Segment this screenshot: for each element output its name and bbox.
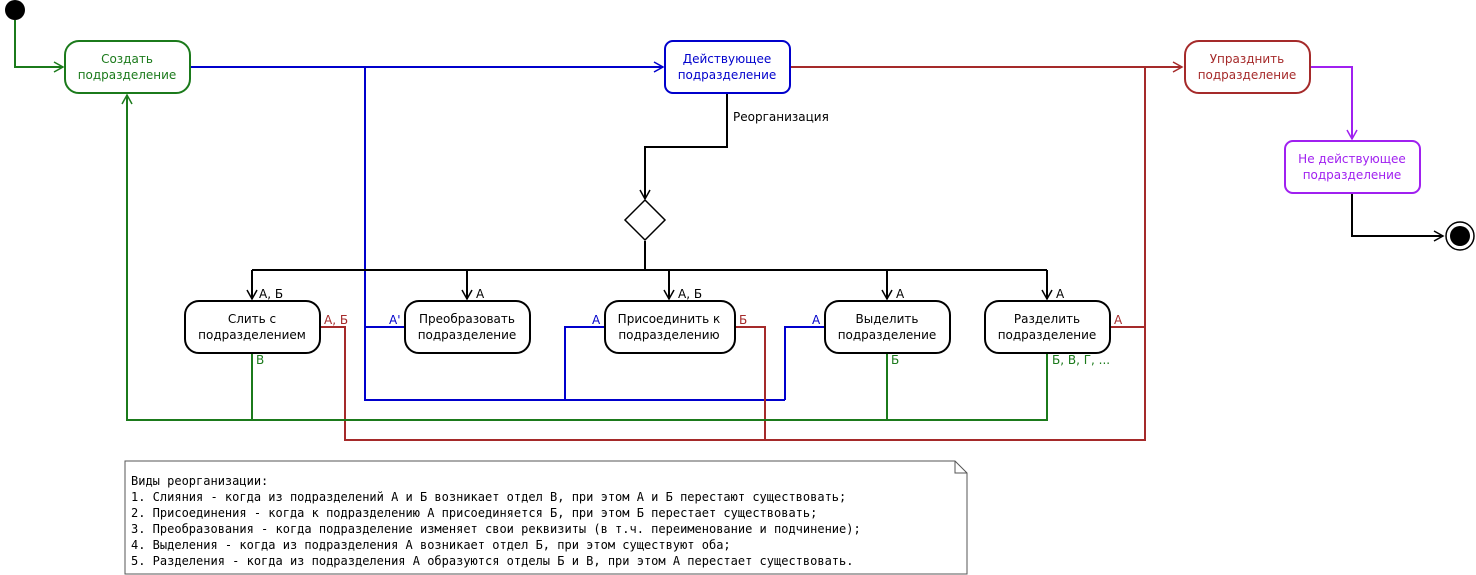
node-abolish[interactable]: Упразднить подразделение (1184, 40, 1311, 94)
node-active-line2: подразделение (678, 68, 777, 82)
note-line-0: Виды реорганизации: (131, 474, 268, 488)
node-inactive[interactable]: Не действующее подразделение (1284, 140, 1421, 194)
node-split-line1: Разделить (1014, 312, 1080, 326)
edge-separate-out-blue (784, 326, 824, 400)
edge-decision-bus (252, 241, 1047, 271)
decision-node (623, 198, 667, 242)
label-transform-out-blue: А' (389, 313, 401, 327)
label-merge-in: А, Б (259, 287, 283, 301)
node-abolish-line1: Упразднить (1210, 52, 1285, 66)
label-separate-out-blue: А (812, 313, 821, 327)
label-merge-out-green: В (256, 353, 264, 367)
label-merge-out-red: А, Б (324, 313, 348, 327)
edge-active-to-decision (639, 93, 728, 201)
label-join-in: А, Б (678, 287, 702, 301)
node-create[interactable]: Создать подразделение (64, 40, 191, 94)
node-transform[interactable]: Преобразовать подразделение (404, 300, 531, 354)
node-separate[interactable]: Выделить подразделение (824, 300, 951, 354)
node-active-line1: Действующее (683, 52, 772, 66)
node-active[interactable]: Действующее подразделение (664, 40, 791, 94)
edge-abolish-to-inactive (1311, 66, 1358, 141)
node-transform-line2: подразделение (418, 328, 517, 342)
node-inactive-line1: Не действующее (1298, 152, 1406, 166)
label-join-out-red: Б (739, 313, 747, 327)
start-node (5, 0, 25, 20)
edge-inactive-to-end (1351, 193, 1445, 242)
end-node (1445, 221, 1475, 251)
node-transform-line1: Преобразовать (419, 312, 515, 326)
node-merge[interactable]: Слить с подразделением (184, 300, 321, 354)
label-reorg: Реорганизация (733, 110, 829, 124)
label-transform-in: А (476, 287, 485, 301)
node-merge-line2: подразделением (198, 328, 306, 342)
node-join[interactable]: Присоединить к подразделению (604, 300, 736, 354)
label-split-out-green: Б, В, Г, ... (1052, 353, 1110, 367)
label-join-out-blue: А (592, 313, 601, 327)
node-separate-line1: Выделить (856, 312, 919, 326)
note-line-3: 3. Преобразования - когда подразделение … (131, 522, 861, 536)
node-inactive-line2: подразделение (1303, 168, 1402, 182)
node-join-line2: подразделению (618, 328, 719, 342)
node-join-line1: Присоединить к (618, 312, 721, 326)
node-abolish-line2: подразделение (1198, 68, 1297, 82)
note-line-1: 1. Слияния - когда из подразделений А и … (131, 490, 846, 504)
label-separate-out-green: Б (891, 353, 899, 367)
node-split-line2: подразделение (998, 328, 1097, 342)
edge-join-out-blue (564, 326, 604, 400)
edge-green-return-bus (121, 93, 1048, 421)
edge-blue-return-bus (364, 67, 785, 401)
label-separate-in: А (896, 287, 905, 301)
node-split[interactable]: Разделить подразделение (984, 300, 1111, 354)
reorg-note: Виды реорганизации: 1. Слияния - когда и… (124, 460, 968, 575)
edge-start-to-create (14, 20, 65, 73)
node-separate-line2: подразделение (838, 328, 937, 342)
label-split-out-red: А (1114, 313, 1123, 327)
note-line-2: 2. Присоединения - когда к подразделению… (131, 506, 817, 520)
node-create-line2: подразделение (78, 68, 177, 82)
note-line-4: 4. Выделения - когда из подразделения А … (131, 538, 731, 552)
edge-join-out-red (736, 326, 766, 440)
label-split-in: А (1056, 287, 1065, 301)
node-merge-line1: Слить с (228, 312, 276, 326)
edge-red-bus (321, 67, 1146, 441)
node-create-line1: Создать (101, 52, 153, 66)
note-line-5: 5. Разделения - когда из подразделения А… (131, 554, 853, 568)
